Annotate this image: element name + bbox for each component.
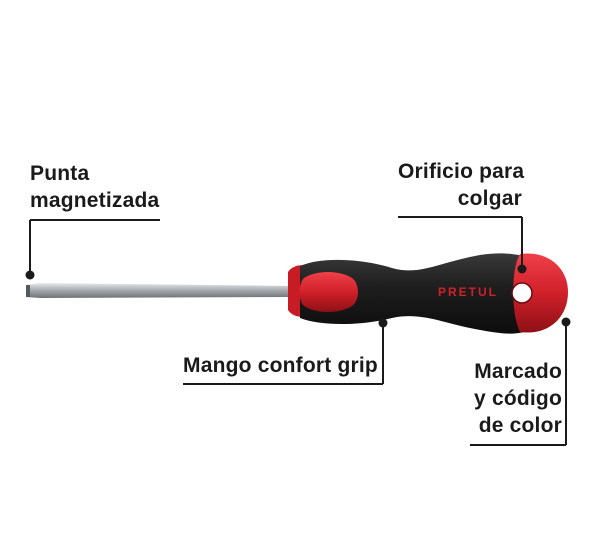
callout-hole-line1: Orificio para <box>398 160 525 183</box>
callout-tip-label: Punta magnetizada <box>30 160 159 214</box>
callout-hole-line2: colgar <box>457 187 522 210</box>
hang-hole <box>512 283 532 303</box>
shaft <box>26 283 294 298</box>
callout-tip-line2: magnetizada <box>30 189 160 212</box>
callout-marking-label: Marcado y código de color <box>462 358 562 439</box>
callout-marking-line2: y código <box>474 387 562 410</box>
callout-handle-leader <box>183 318 388 385</box>
callout-tip-line1: Punta <box>30 162 90 185</box>
callout-hole-leader <box>398 216 527 274</box>
callout-handle-text: Mango confort grip <box>183 354 378 377</box>
callout-marking-line3: de color <box>478 414 562 437</box>
callout-marking-line1: Marcado <box>474 360 562 383</box>
callout-hole-label: Orificio para colgar <box>398 158 525 212</box>
callout-tip-leader <box>25 219 160 280</box>
brand-logo: PRETUL <box>438 285 498 299</box>
callout-marking-leader <box>470 317 571 446</box>
callout-handle-label: Mango confort grip <box>183 352 378 379</box>
handle: PRETUL <box>288 253 568 334</box>
